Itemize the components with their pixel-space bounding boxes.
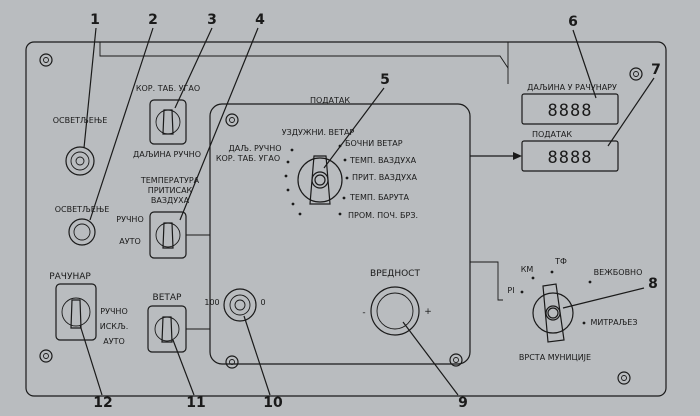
switch4-left-top-label: РУЧНО [116, 215, 144, 224]
callout-8: 8 [648, 276, 658, 292]
switch4-title-line-2: ПРИТИСАК [148, 186, 193, 195]
data-selector-left-2: КОР. ТАБ. УГАО [216, 154, 280, 163]
lighting-knob-1[interactable] [65, 146, 95, 176]
data-selector-right-3: ПРИТ. ВАЗДУХА [352, 173, 417, 182]
data-selector-position-dots [284, 144, 349, 216]
data-selector-right-4: ТЕМП. БАРУТА [349, 193, 409, 202]
lighting-knob-2[interactable] [68, 218, 96, 246]
callout-numbers: 1 2 3 4 5 6 7 8 9 10 11 12 [90, 12, 661, 411]
value-knob-title: ВРЕДНОСТ [370, 269, 420, 279]
callout-7: 7 [651, 62, 661, 78]
potentiometer-knob-10[interactable] [223, 288, 257, 322]
data-selector-right-5: ПРОМ. ПОЧ. БРЗ. [348, 211, 418, 220]
value-knob[interactable] [370, 286, 420, 336]
switch12-title: РАЧУНАР [49, 272, 91, 282]
central-data-panel [209, 103, 471, 365]
screw-holes [39, 53, 643, 385]
callout-3: 3 [207, 12, 217, 28]
switch11-title: ВЕТАР [153, 293, 183, 303]
ammo-position-2: КМ [521, 265, 534, 274]
callout-11: 11 [186, 395, 205, 411]
callout-10: 10 [263, 395, 283, 411]
panel-outer-frame [25, 41, 667, 397]
switch4-title-line-1: ТЕМПЕРАТУРА [140, 176, 200, 185]
switch3-bottom-label: ДАЉИНА РУЧНО [133, 150, 201, 159]
switch4-left-bottom-label: АУТО [119, 237, 141, 246]
distance-display-label: ДАЉИНА У РАЧУНАРУ [527, 83, 617, 92]
knob10-left-label: 100 [204, 298, 219, 307]
callout-1: 1 [90, 12, 100, 28]
ammo-position-3: ТФ [554, 257, 567, 266]
distance-display: 8888 [521, 93, 619, 125]
callout-2: 2 [148, 12, 158, 28]
switch12-position-1: РУЧНО [100, 307, 128, 316]
value-knob-plus: + [424, 307, 432, 317]
data-selector-top-position: УЗДУЖНИ. ВЕТАР [282, 128, 355, 137]
data-selector-right-2: ТЕМП. ВАЗДУХА [349, 156, 417, 165]
switch4-title-line-3: ВАЗДУХА [151, 196, 190, 205]
switch3-top-label: КОР. ТАБ. УГАО [136, 84, 200, 93]
callout-4: 4 [255, 12, 265, 28]
ammo-position-4: ВЕЖБОВНО [594, 268, 643, 277]
callout-5: 5 [380, 72, 390, 88]
data-display-label: ПОДАТАК [532, 130, 572, 139]
knob10-right-label: 0 [260, 298, 265, 307]
data-selector-right-1: БОЧНИ ВЕТАР [345, 139, 403, 148]
data-selector-title: ПОДАТАК [310, 96, 350, 105]
distance-display-digits: 8888 [548, 101, 593, 121]
leader-lines [79, 27, 655, 396]
switch12-position-3: АУТО [103, 337, 125, 346]
data-selector-knob[interactable] [297, 155, 343, 205]
ammo-position-5: МИТРАЉЕЗ [590, 318, 637, 327]
lighting-label-1: ОСВЕТЉЕЊЕ [53, 116, 108, 125]
callout-6: 6 [568, 14, 578, 30]
data-display-digits: 8888 [548, 148, 593, 168]
data-selector-left-1: ДАЉ. РУЧНО [228, 144, 281, 153]
lighting-label-2: ОСВЕТЉЕЊЕ [55, 205, 110, 214]
callout-9: 9 [458, 395, 468, 411]
ammo-selector-title: ВРСТА МУНИЦИЈЕ [519, 353, 591, 362]
toggle-switch-3[interactable] [149, 99, 187, 145]
switch12-position-2: ИСКЉ. [100, 322, 129, 331]
ammo-selector-knob[interactable] [532, 283, 574, 343]
ammo-position-1: PI [507, 286, 514, 295]
value-knob-minus: - [362, 308, 365, 318]
ammo-selector-dots [520, 270, 592, 325]
callout-12: 12 [93, 395, 112, 411]
